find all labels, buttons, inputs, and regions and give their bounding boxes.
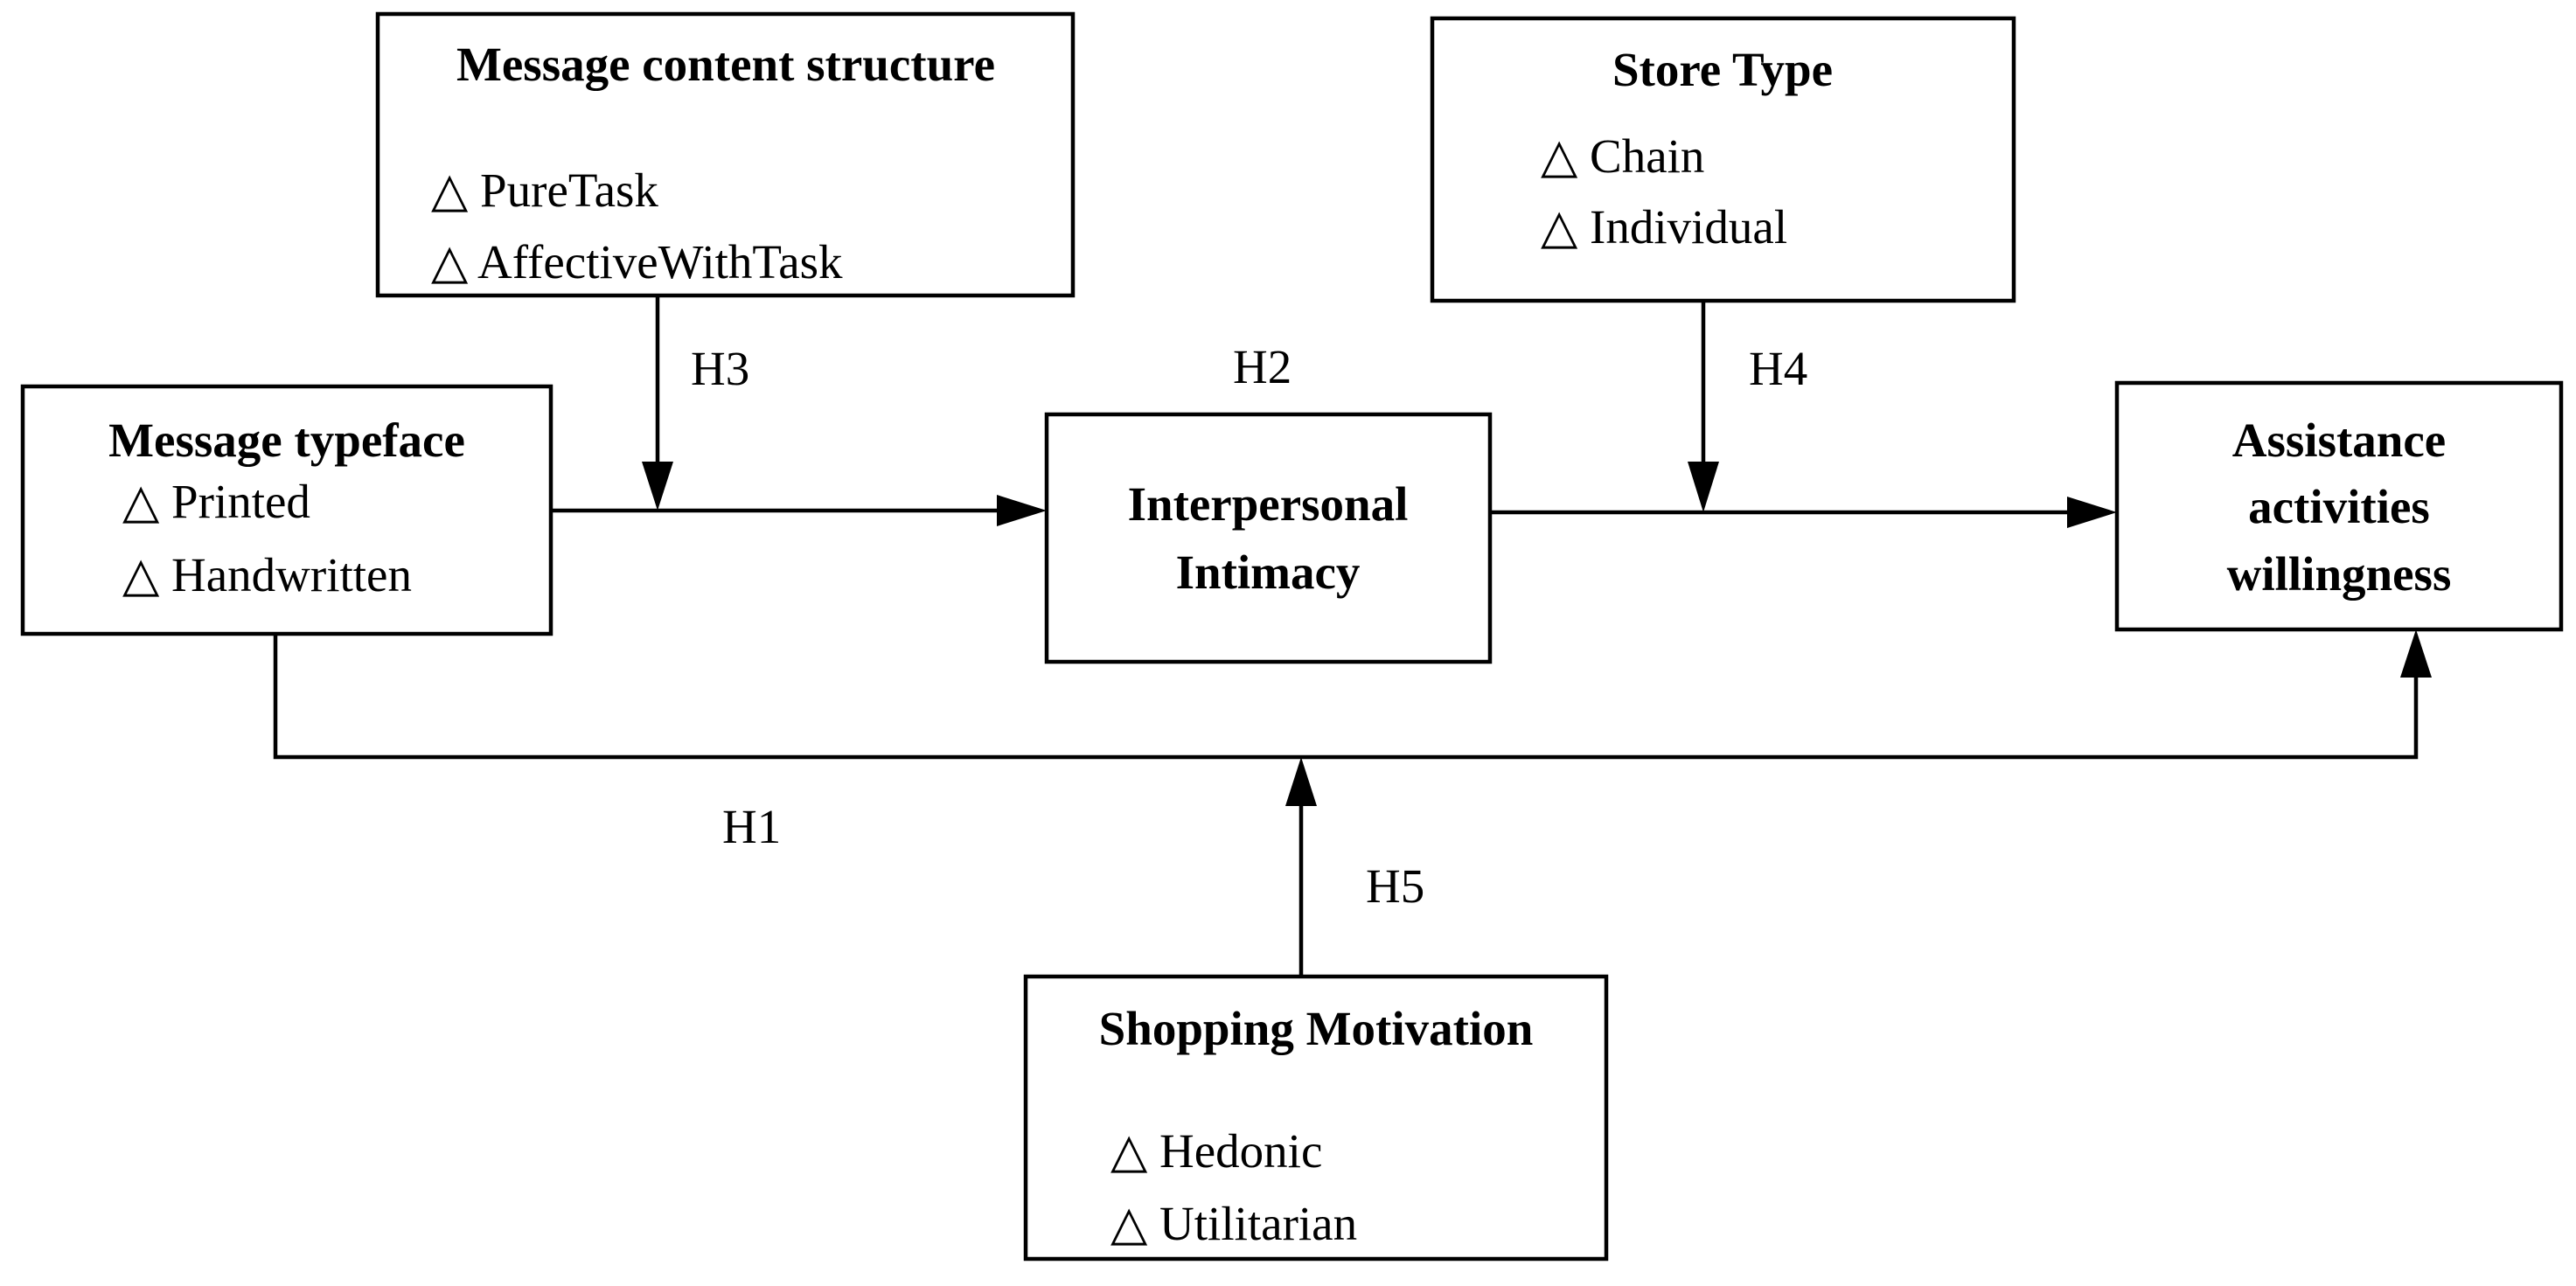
store-type-box: Store Type △ Chain △ Individual [1430,16,2016,303]
message-content-structure-option-puretask: △ PureTask [431,163,658,217]
h5-moderator-arrow [1285,757,1317,977]
h3-label: H3 [691,342,749,395]
interpersonal-intimacy-title-line-1: Interpersonal [1128,477,1409,531]
h4-label: H4 [1749,342,1807,395]
message-content-structure-box: Message content structure △ PureTask △ A… [375,11,1076,298]
h5-label: H5 [1366,859,1424,913]
intimacy-to-assistance-arrow [1490,497,2117,528]
h4-moderator-arrow [1688,301,1719,512]
shopping-motivation-option-hedonic: △ Hedonic [1110,1124,1322,1178]
interpersonal-intimacy-box: Interpersonal Intimacy [1044,412,1493,664]
store-type-option-chain: △ Chain [1541,129,1704,183]
h2-label: H2 [1233,340,1291,393]
message-typeface-box: Message typeface △ Printed △ Handwritten [20,384,553,636]
message-typeface-title: Message typeface [108,414,465,467]
shopping-motivation-title: Shopping Motivation [1099,1002,1534,1055]
assistance-willingness-title-line-1: Assistance [2232,414,2446,467]
typeface-to-intimacy-arrow [553,495,1047,526]
message-content-structure-title: Message content structure [456,38,995,91]
h1-direct-path-arrow [273,629,2432,760]
h1-label: H1 [722,800,781,853]
assistance-willingness-title-line-2: activities [2248,480,2430,533]
assistance-willingness-box: Assistance activities willingness [2114,380,2564,632]
message-typeface-option-handwritten: △ Handwritten [122,548,412,601]
store-type-title: Store Type [1612,43,1833,96]
h3-moderator-arrow [642,295,673,511]
shopping-motivation-option-utilitarian: △ Utilitarian [1110,1197,1357,1250]
interpersonal-intimacy-title-line-2: Intimacy [1176,546,1361,599]
assistance-willingness-title-line-3: willingness [2227,547,2452,601]
message-typeface-option-printed: △ Printed [122,475,310,528]
store-type-option-individual: △ Individual [1541,200,1787,254]
message-content-structure-option-affectivewithtask: △ AffectiveWithTask [431,235,843,288]
shopping-motivation-box: Shopping Motivation △ Hedonic △ Utilitar… [1023,974,1609,1262]
